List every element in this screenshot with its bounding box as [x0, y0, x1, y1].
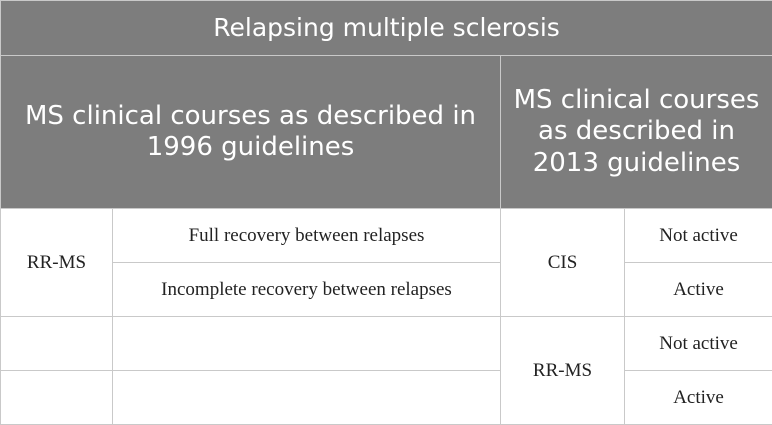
activity-cell: Not active: [625, 209, 772, 263]
table-row: Active: [1, 371, 772, 425]
header-2013-guidelines: MS clinical courses as described in 2013…: [501, 56, 772, 209]
activity-cell: Active: [625, 371, 772, 425]
course-2013-cell: RR-MS: [501, 317, 625, 425]
activity-cell: Active: [625, 263, 772, 317]
table-row: RR-MS Full recovery between relapses CIS…: [1, 209, 772, 263]
table-title-row: Relapsing multiple sclerosis: [1, 1, 772, 56]
header-1996-guidelines: MS clinical courses as described in 1996…: [1, 56, 501, 209]
course-1996-cell: RR-MS: [1, 209, 113, 317]
course-1996-cell: [1, 317, 113, 371]
table-title: Relapsing multiple sclerosis: [1, 1, 772, 56]
table-row: RR-MS Not active: [1, 317, 772, 371]
activity-cell: Not active: [625, 317, 772, 371]
description-cell: Incomplete recovery between relapses: [113, 263, 501, 317]
description-cell: [113, 371, 501, 425]
description-cell: Full recovery between relapses: [113, 209, 501, 263]
course-2013-cell: CIS: [501, 209, 625, 317]
table-header-row: MS clinical courses as described in 1996…: [1, 56, 772, 209]
course-1996-cell: [1, 371, 113, 425]
description-cell: [113, 317, 501, 371]
table-row: Incomplete recovery between relapses Act…: [1, 263, 772, 317]
